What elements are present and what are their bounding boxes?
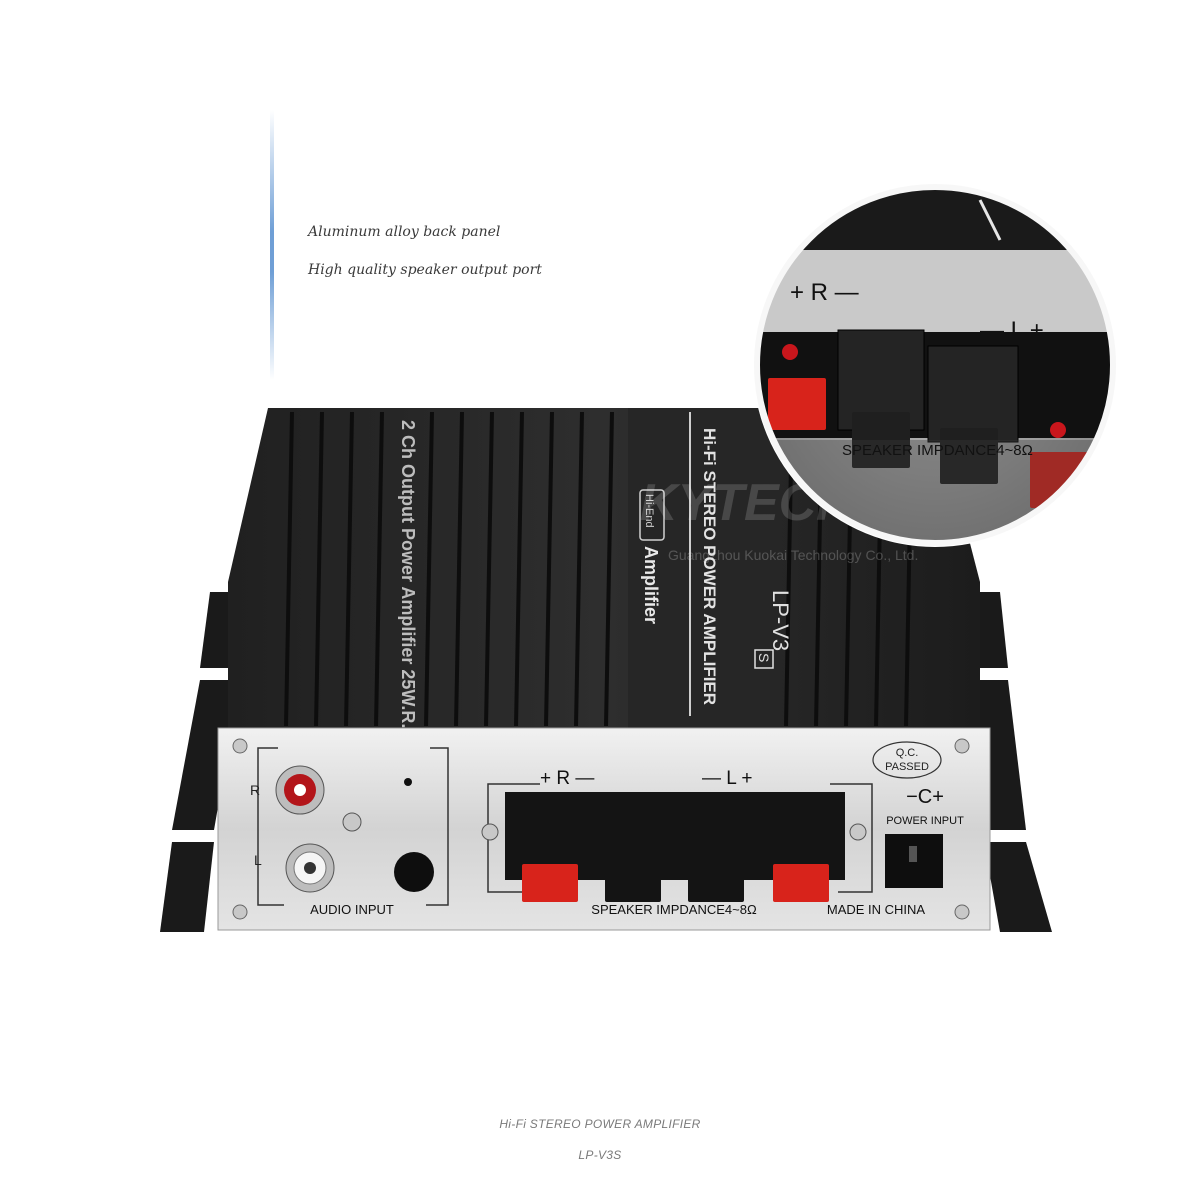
dc-polarity-symbol: −C+ (906, 786, 944, 808)
footer-model: LP-V3S (578, 1148, 622, 1162)
zoom-right-polarity: + R — (790, 279, 859, 306)
fin-ridge (374, 411, 384, 727)
fin-ridge (454, 411, 464, 727)
fin-ridge (484, 411, 494, 727)
zoom-right-positive-clip (768, 378, 826, 430)
qc-line2: PASSED (885, 761, 929, 773)
made-in-label: MADE IN CHINA (827, 902, 926, 917)
fin-ridge (344, 411, 354, 727)
left-positive-clip (773, 864, 829, 902)
power-input-label: POWER INPUT (886, 815, 964, 827)
footer-title: Hi-Fi STEREO POWER AMPLIFIER (499, 1117, 701, 1131)
fin-ridge (424, 411, 434, 727)
terminal-right-polarity: + R — (540, 768, 594, 789)
speaker-impedance-label: SPEAKER IMPDANCE4~8Ω (591, 902, 757, 917)
power-section: Q.C. PASSED −C+ POWER INPUT MADE IN CHIN… (827, 741, 964, 917)
audio-input-label: AUDIO INPUT (310, 902, 394, 917)
hifi-stereo-text: Hi-Fi STEREO POWER AMPLIFIER (700, 428, 719, 705)
model-suffix: S (756, 653, 772, 662)
right-positive-clip (522, 864, 578, 902)
output-power-text: 2 Ch Output Power Amplifier 25W.R.M.S (398, 420, 418, 760)
left-negative-clip (688, 864, 744, 902)
caption-speaker-port: High quality speaker output port (308, 262, 542, 278)
amplifier-word: Amplifier (641, 546, 661, 624)
caption-aluminum-panel: Aluminum alloy back panel (308, 224, 501, 240)
r-channel-label: R (250, 782, 260, 798)
qc-line1: Q.C. (896, 747, 919, 759)
fin-ridge (284, 411, 294, 727)
label-strip (628, 408, 763, 730)
hi-end-badge: Hi-End (643, 494, 655, 528)
fin-ridge (514, 411, 524, 727)
right-negative-clip (605, 864, 661, 902)
zoom-impedance-label: SPEAKER IMPDANCE4~8Ω (842, 442, 1033, 459)
fin-ridge (544, 411, 554, 727)
audio-input-section: R L AUDIO INPUT (250, 747, 449, 917)
accent-line (270, 110, 274, 380)
fin-ridge (314, 411, 324, 727)
panel-screws (232, 738, 970, 920)
fin-ridge (574, 411, 584, 727)
fin-ridge (604, 411, 614, 727)
model-number: LP-V3 (768, 590, 793, 651)
terminal-left-polarity: — L + (702, 768, 753, 789)
speaker-terminal-section: + R — — L + SPEAKER IMPDANCE4~8Ω (481, 768, 873, 917)
zoom-detail-callout: + R — — L + SPEAKER IMPDANCE4~8Ω (753, 183, 1117, 547)
l-channel-label: L (254, 852, 262, 868)
company-watermark: Guangzhou Kuokai Technology Co., Ltd. (668, 547, 918, 563)
